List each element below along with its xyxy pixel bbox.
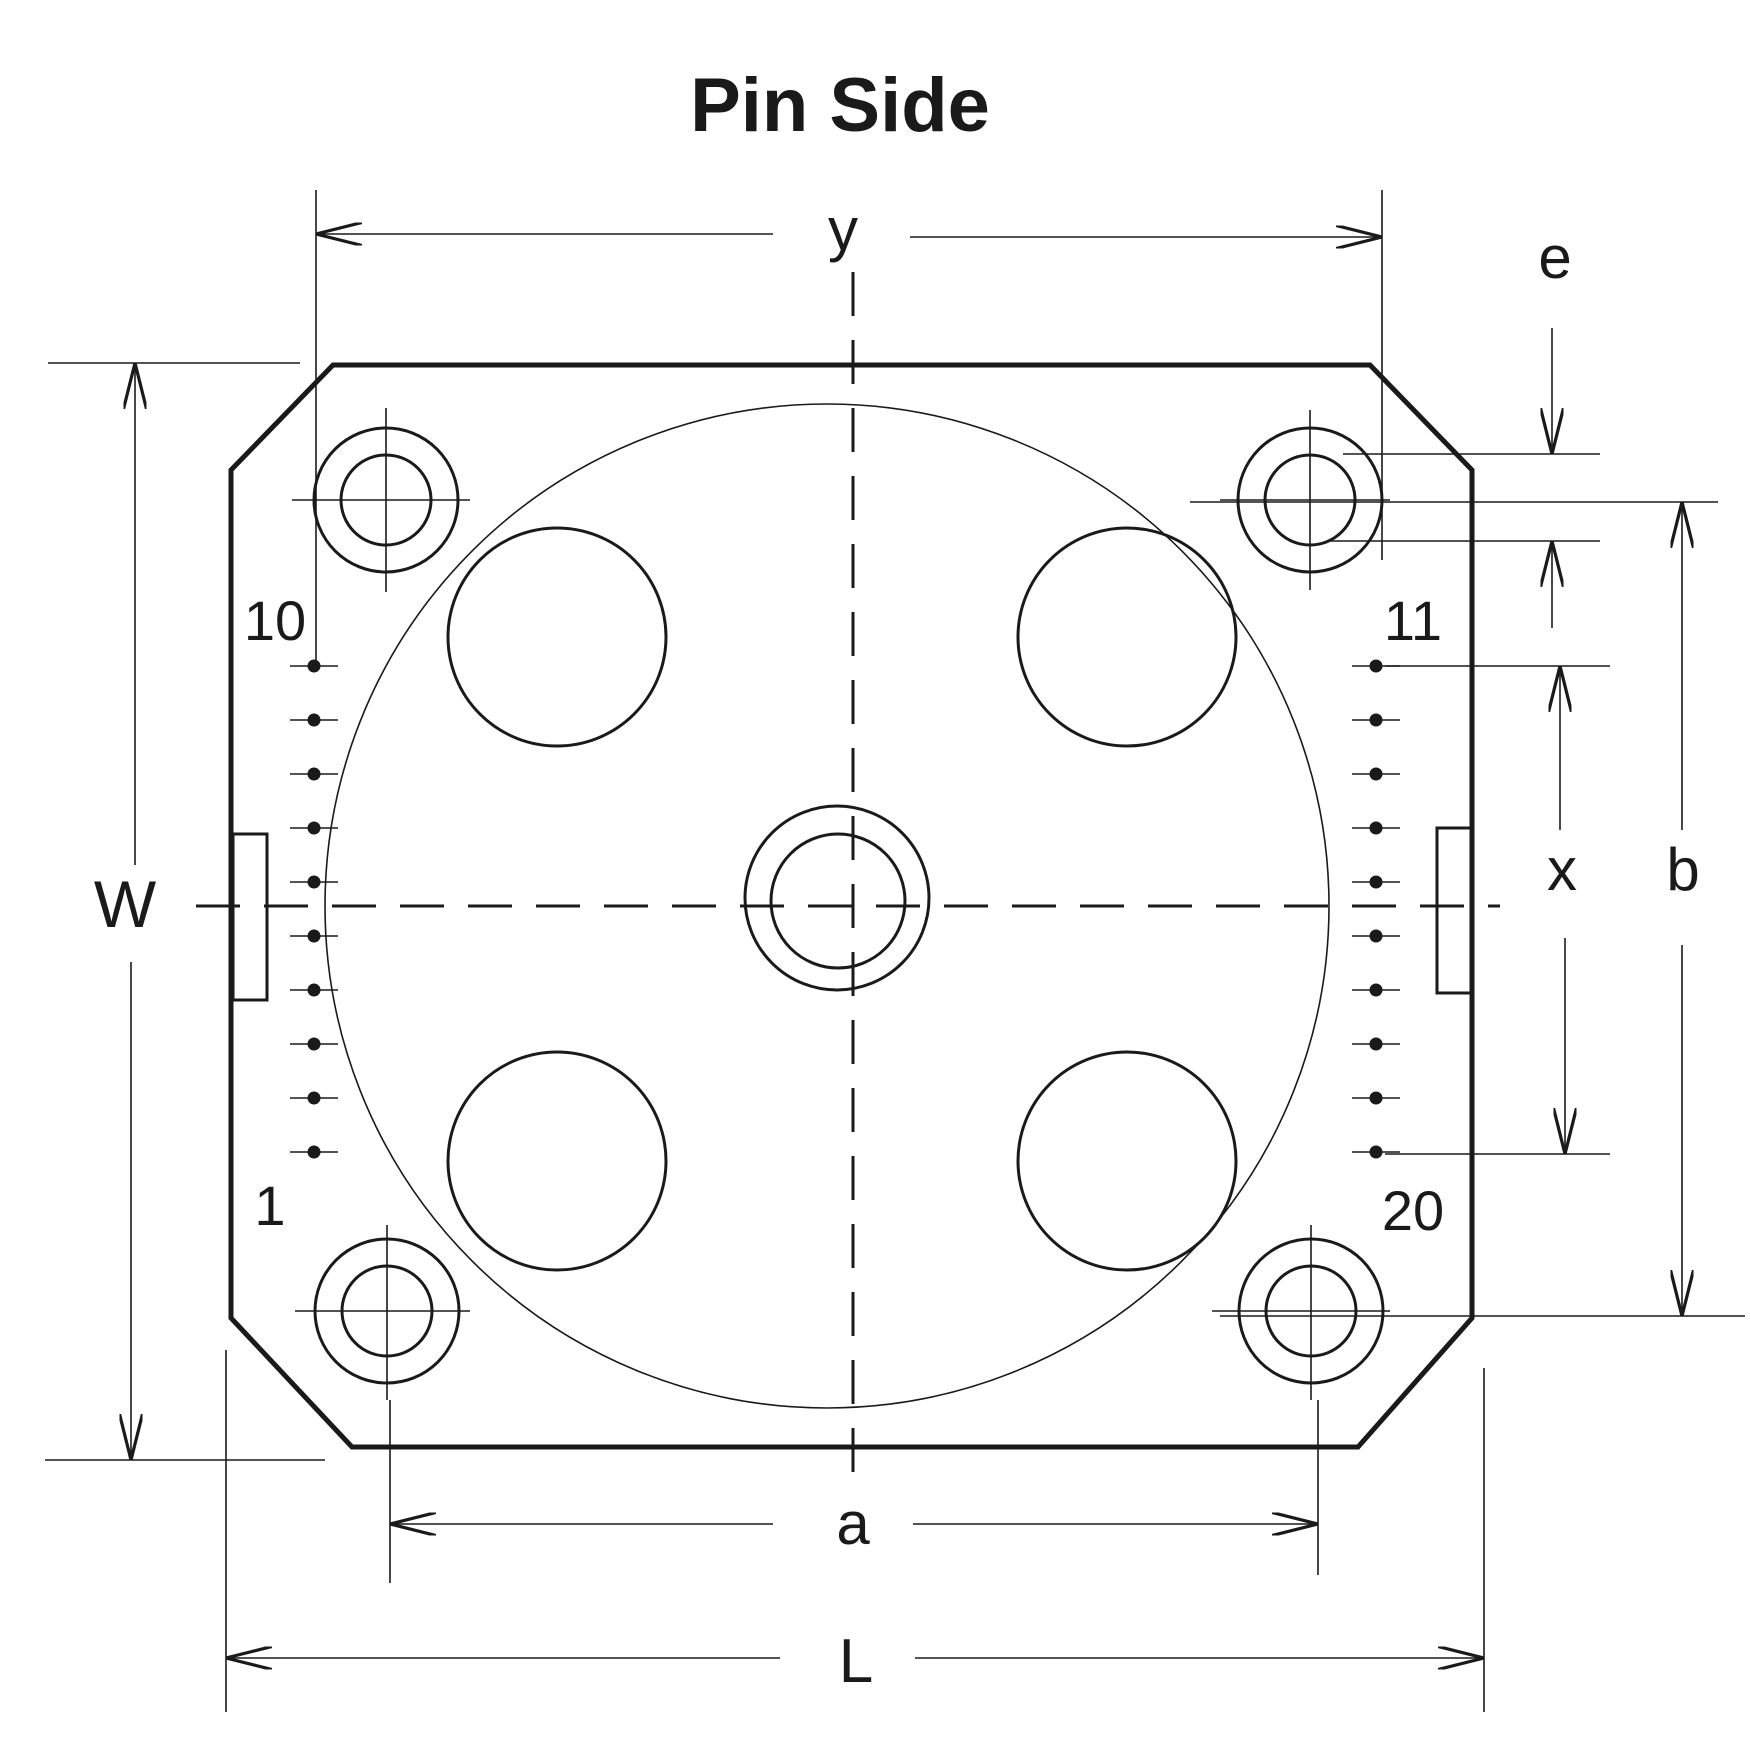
pin-2: [307, 1091, 321, 1105]
pin-8: [307, 767, 321, 781]
pin-label-11: 11: [1384, 589, 1442, 652]
right-tab: [1435, 826, 1473, 995]
pin-20: [1369, 1145, 1383, 1159]
left-tab: [231, 832, 269, 1002]
dimension-label-a: a: [836, 1490, 870, 1557]
mount-hole-bottom-right: [1212, 1225, 1390, 1400]
hole-top-left: [446, 526, 668, 748]
dimension-x: [1385, 665, 1610, 1155]
page-title: Pin Side: [690, 63, 990, 148]
pin-11: [1369, 659, 1383, 673]
board-outline: [228, 362, 1475, 1450]
pin-12: [1369, 713, 1383, 727]
pin-16: [1369, 929, 1383, 943]
pin-label-20: 20: [1382, 1179, 1444, 1242]
hole-bottom-right: [1016, 1050, 1238, 1272]
hole-bottom-left: [446, 1050, 668, 1272]
dimension-y: [315, 190, 1383, 665]
pin-row-left: [290, 659, 338, 1159]
pin-label-10: 10: [244, 589, 306, 652]
pin-13: [1369, 767, 1383, 781]
pin-5: [307, 929, 321, 943]
pin-15: [1369, 875, 1383, 889]
pin-9: [307, 713, 321, 727]
mount-hole-top-right: [1220, 410, 1390, 590]
outer-circle: [324, 403, 1330, 1409]
dimension-b: [1190, 501, 1745, 1317]
pin-4: [307, 983, 321, 997]
pin-1: [307, 1145, 321, 1159]
pin-row-right: [1352, 659, 1400, 1159]
dimension-label-L: L: [839, 1627, 873, 1696]
dimension-label-y: y: [828, 196, 858, 263]
dimension-W: [45, 362, 325, 1461]
dimension-label-e: e: [1538, 224, 1571, 291]
dimension-a: [389, 1400, 1319, 1583]
pin-14: [1369, 821, 1383, 835]
dimension-e: [1330, 328, 1600, 628]
dimension-label-b: b: [1666, 836, 1699, 903]
pin-17: [1369, 983, 1383, 997]
pin-3: [307, 1037, 321, 1051]
pin-7: [307, 821, 321, 835]
pin-6: [307, 875, 321, 889]
dimension-label-W: W: [94, 867, 157, 941]
dimension-label-x: x: [1547, 836, 1577, 903]
mount-hole-top-left: [292, 408, 470, 592]
hole-top-right: [1016, 526, 1238, 748]
pin-10: [307, 659, 321, 673]
mount-hole-bottom-left: [295, 1225, 470, 1400]
dimension-L: [225, 1350, 1485, 1712]
center-boss: [743, 804, 931, 992]
pin-label-1: 1: [254, 1174, 285, 1237]
pin-19: [1369, 1091, 1383, 1105]
pin-18: [1369, 1037, 1383, 1051]
